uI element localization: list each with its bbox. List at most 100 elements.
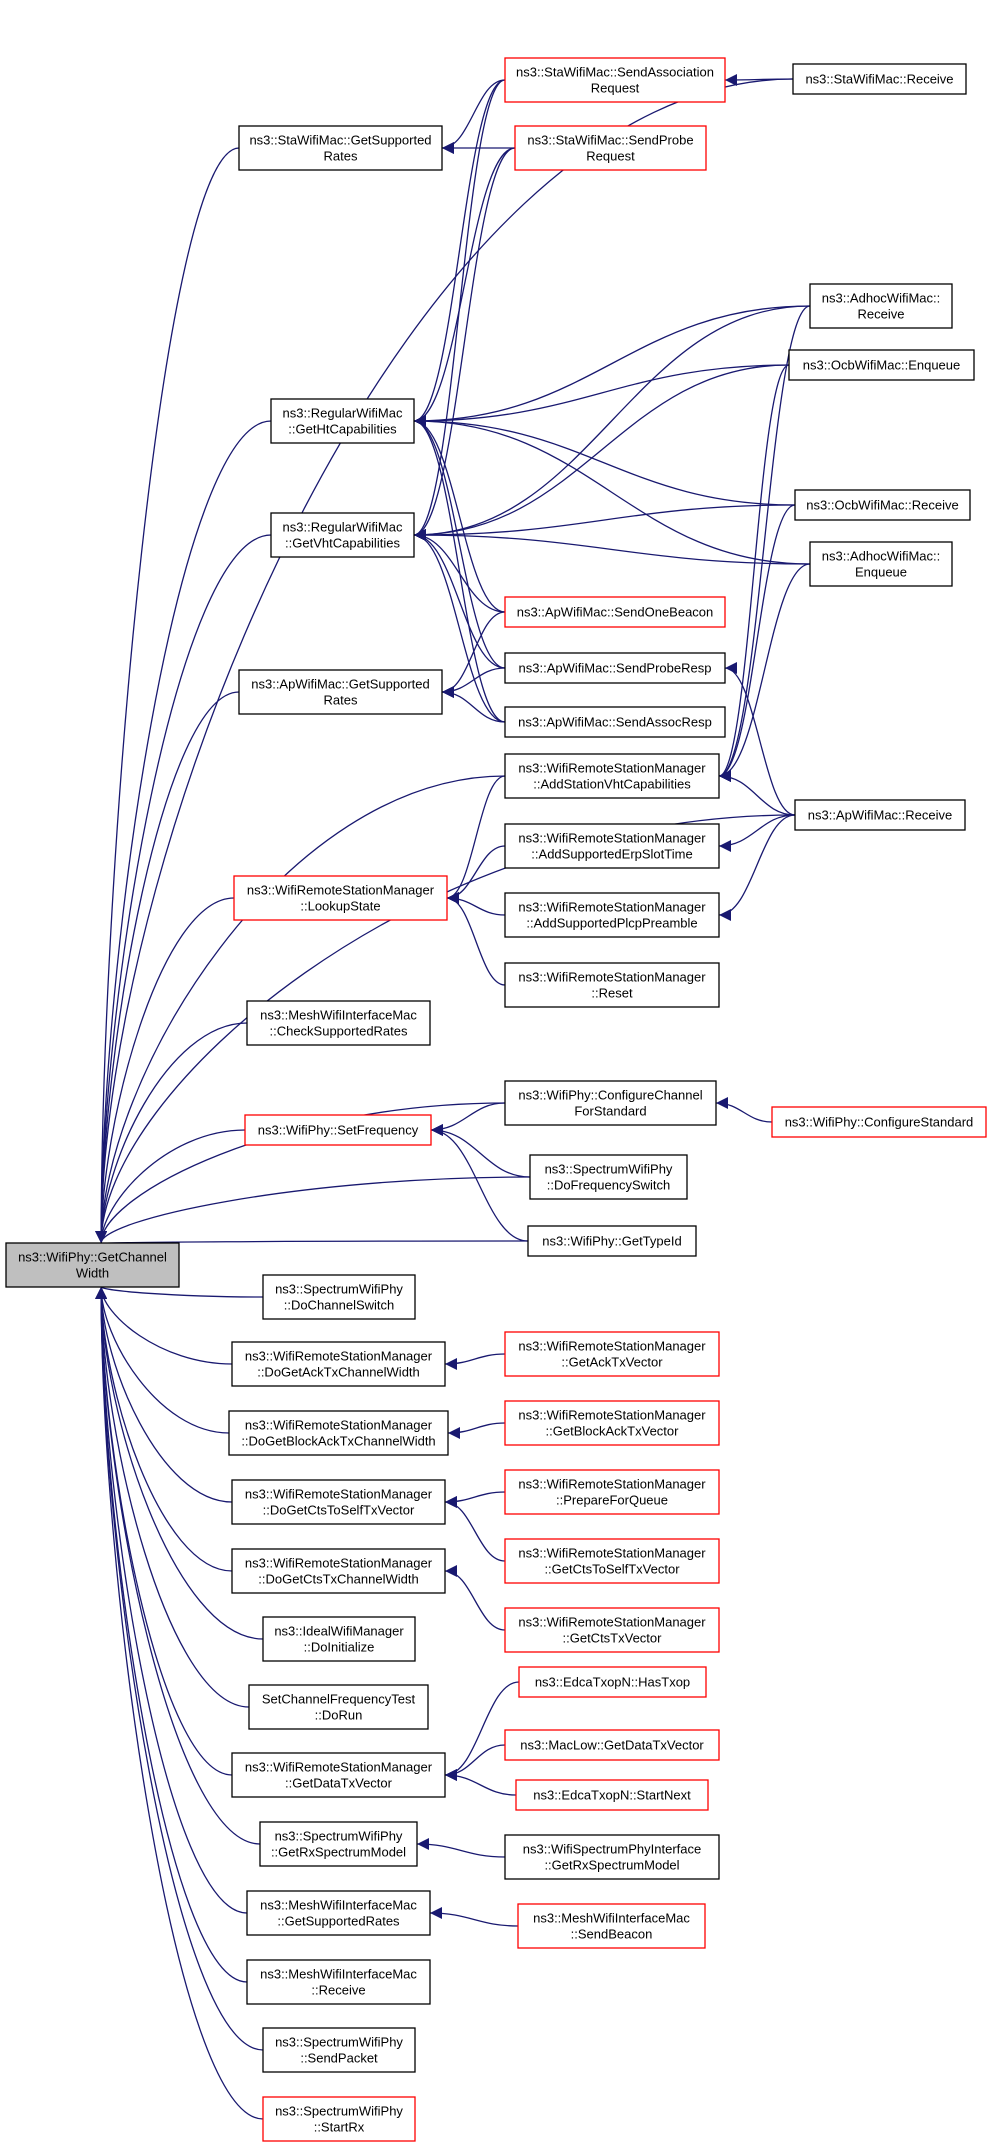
function-node-reset[interactable]: ns3::WifiRemoteStationManager::Reset (504, 962, 720, 1008)
call-edge (413, 364, 790, 427)
function-node-mac-low[interactable]: ns3::MacLow::GetDataTxVector (504, 1729, 720, 1761)
function-node-ocb-recv[interactable]: ns3::OcbWifiMac::Receive (794, 489, 971, 521)
function-node-cts-w[interactable]: ns3::WifiRemoteStationManager::DoGetCtsT… (231, 1548, 446, 1594)
node-box (504, 753, 720, 799)
node-label: ::DoGetCtsToSelfTxVector (263, 1503, 415, 1518)
function-node-lookup[interactable]: ns3::WifiRemoteStationManager::LookupSta… (233, 875, 448, 921)
function-node-get-ba[interactable]: ns3::WifiRemoteStationManager::GetBlockA… (504, 1400, 720, 1446)
function-node-add-plcp[interactable]: ns3::WifiRemoteStationManager::AddSuppor… (504, 892, 720, 938)
function-node-sf-test[interactable]: SetChannelFrequencyTest::DoRun (248, 1684, 429, 1730)
node-label: ns3::WifiRemoteStationManager (518, 1615, 706, 1630)
node-box (244, 1114, 432, 1146)
node-box (517, 1903, 706, 1949)
call-edge-path (444, 1353, 506, 1370)
function-node-cts-self[interactable]: ns3::WifiRemoteStationManager::DoGetCtsT… (231, 1479, 446, 1525)
node-box (270, 512, 415, 558)
function-node-do-chan[interactable]: ns3::SpectrumWifiPhy::DoChannelSwitch (262, 1274, 416, 1320)
function-node-rx-model[interactable]: ns3::SpectrumWifiPhy::GetRxSpectrumModel (259, 1821, 418, 1867)
call-edge (413, 504, 796, 541)
node-label: ns3::WifiSpectrumPhyInterface (523, 1842, 701, 1857)
function-node-cfg-chan[interactable]: ns3::WifiPhy::ConfigureChannelForStandar… (504, 1080, 717, 1126)
node-box (262, 2027, 416, 2073)
call-edge (95, 775, 506, 1244)
node-label: ns3::ApWifiMac::GetSupported (251, 677, 429, 692)
function-node-vht-cap[interactable]: ns3::RegularWifiMac::GetVhtCapabilities (270, 512, 415, 558)
function-node-data-tx[interactable]: ns3::WifiRemoteStationManager::GetDataTx… (231, 1752, 446, 1798)
node-label: ::DoFrequencySwitch (547, 1178, 671, 1193)
function-node-type-id[interactable]: ns3::WifiPhy::GetTypeId (527, 1225, 697, 1257)
function-node-send-pkt[interactable]: ns3::SpectrumWifiPhy::SendPacket (262, 2027, 416, 2073)
function-node-wsp-rx[interactable]: ns3::WifiSpectrumPhyInterface::GetRxSpec… (504, 1834, 720, 1880)
call-edge (718, 364, 790, 782)
function-node-sta-recv[interactable]: ns3::StaWifiMac::Receive (792, 63, 967, 95)
node-label: Request (586, 149, 635, 164)
function-node-ap-assoc[interactable]: ns3::ApWifiMac::SendAssocResp (504, 706, 726, 738)
function-node-ht-cap[interactable]: ns3::RegularWifiMac::GetHtCapabilities (270, 398, 415, 444)
node-label: Request (591, 81, 640, 96)
node-label: ::AddSupportedPlcpPreamble (526, 916, 697, 931)
function-node-ocb-enq[interactable]: ns3::OcbWifiMac::Enqueue (788, 349, 975, 381)
function-node-get-cts-self[interactable]: ns3::WifiRemoteStationManager::GetCtsToS… (504, 1538, 720, 1584)
call-edge (446, 892, 506, 986)
node-box (515, 1779, 709, 1811)
function-node-mesh-supp[interactable]: ns3::MeshWifiInterfaceMac::GetSupportedR… (246, 1890, 431, 1936)
node-label: ::DoChannelSwitch (284, 1298, 395, 1313)
function-node-add-erp[interactable]: ns3::WifiRemoteStationManager::AddSuppor… (504, 823, 720, 869)
function-node-mesh-recv[interactable]: ns3::MeshWifiInterfaceMac::Receive (246, 1959, 431, 2005)
call-edge-path (441, 79, 506, 154)
function-node-sta-supp[interactable]: ns3::StaWifiMac::GetSupportedRates (238, 125, 443, 171)
node-label: ForStandard (574, 1104, 646, 1119)
function-node-mesh-check[interactable]: ns3::MeshWifiInterfaceMac::CheckSupporte… (246, 1000, 431, 1046)
call-edge (95, 1286, 233, 1572)
call-edge (446, 892, 506, 916)
function-node-get-ack[interactable]: ns3::WifiRemoteStationManager::GetAckTxV… (504, 1331, 720, 1377)
node-label: ns3::WifiRemoteStationManager (518, 970, 706, 985)
function-node-get-cts[interactable]: ns3::WifiRemoteStationManager::GetCtsTxV… (504, 1607, 720, 1653)
call-edge (95, 1129, 246, 1244)
function-node-adhoc-enq[interactable]: ns3::AdhocWifiMac::Enqueue (809, 541, 953, 587)
function-node-adhoc-recv[interactable]: ns3::AdhocWifiMac::Receive (809, 283, 953, 329)
node-label: ns3::WifiPhy::ConfigureChannel (518, 1088, 702, 1103)
function-node-ack-w[interactable]: ns3::WifiRemoteStationManager::DoGetAckT… (231, 1341, 446, 1387)
node-label: ns3::SpectrumWifiPhy (275, 1282, 403, 1297)
function-node-cfg-std[interactable]: ns3::WifiPhy::ConfigureStandard (771, 1106, 987, 1138)
node-box (246, 1000, 431, 1046)
node-label: ns3::WifiRemoteStationManager (247, 883, 435, 898)
call-edge (413, 364, 790, 541)
function-node-start-next[interactable]: ns3::EdcaTxopN::StartNext (515, 1779, 709, 1811)
call-edge-path (95, 534, 272, 1244)
function-node-has-txop[interactable]: ns3::EdcaTxopN::HasTxop (518, 1666, 707, 1698)
call-edge (718, 814, 796, 921)
function-node-ap-beacon[interactable]: ns3::ApWifiMac::SendOneBeacon (504, 596, 726, 628)
call-edge (718, 305, 811, 782)
node-label: ::GetRxSpectrumModel (271, 1845, 406, 1860)
node-box (504, 1331, 720, 1377)
node-box (262, 2096, 416, 2142)
call-edge-path (715, 1097, 773, 1123)
function-node-set-freq[interactable]: ns3::WifiPhy::SetFrequency (244, 1114, 432, 1146)
node-label: ns3::MeshWifiInterfaceMac (260, 1967, 417, 1982)
node-label: ns3::WifiRemoteStationManager (518, 831, 706, 846)
function-node-prep-q[interactable]: ns3::WifiRemoteStationManager::PrepareFo… (504, 1469, 720, 1515)
function-node-do-freq[interactable]: ns3::SpectrumWifiPhy::DoFrequencySwitch (529, 1154, 688, 1200)
call-edge-path (95, 1286, 264, 1640)
node-label: ::DoRun (315, 1708, 363, 1723)
function-node-mesh-beacon[interactable]: ns3::MeshWifiInterfaceMac::SendBeacon (517, 1903, 706, 1949)
function-node-ap-probe[interactable]: ns3::ApWifiMac::SendProbeResp (504, 652, 726, 684)
function-node-ap-recv[interactable]: ns3::ApWifiMac::Receive (794, 799, 966, 831)
function-node-add-vht[interactable]: ns3::WifiRemoteStationManager::AddStatio… (504, 753, 720, 799)
function-node-start-rx[interactable]: ns3::SpectrumWifiPhy::StartRx (262, 2096, 416, 2142)
call-edge (95, 1286, 233, 1503)
function-node-ba-w[interactable]: ns3::WifiRemoteStationManager::DoGetBloc… (228, 1410, 449, 1456)
node-box (238, 125, 443, 171)
node-label: ::AddSupportedErpSlotTime (531, 847, 692, 862)
call-edge-path (446, 892, 506, 986)
call-edge (95, 691, 240, 1244)
function-node-ideal[interactable]: ns3::IdealWifiManager::DoInitialize (262, 1616, 416, 1662)
node-label: ::LookupState (300, 899, 380, 914)
function-node-ap-supp[interactable]: ns3::ApWifiMac::GetSupportedRates (238, 669, 443, 715)
node-label: ns3::WifiRemoteStationManager (245, 1349, 433, 1364)
